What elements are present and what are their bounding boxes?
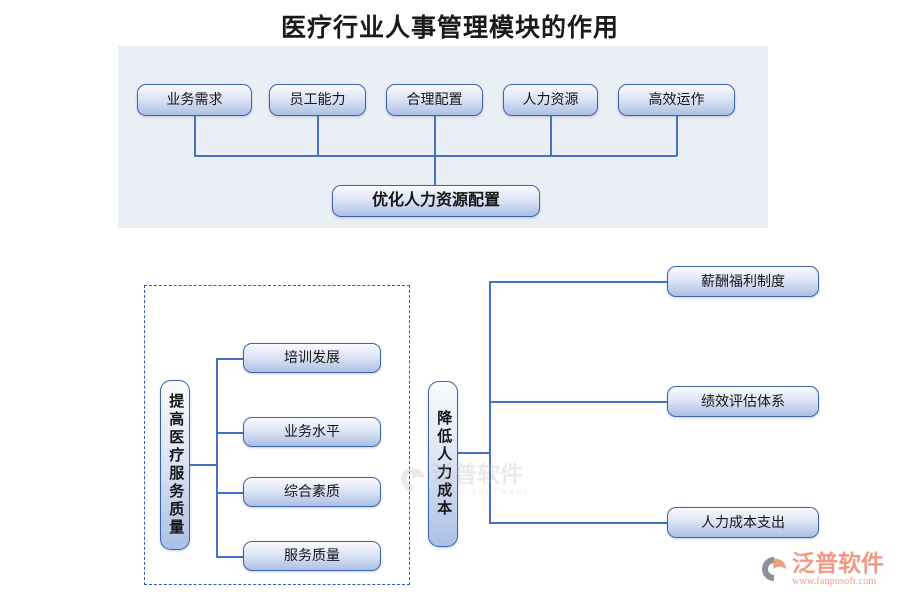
top-input-box-4[interactable]: 人力资源	[503, 84, 598, 116]
left-group-frame	[144, 285, 410, 585]
page-title: 医疗行业人事管理模块的作用	[280, 15, 619, 42]
top-connector-drop-2	[317, 116, 319, 156]
top-outcome-box[interactable]: 优化人力资源配置	[332, 185, 540, 217]
right-root-box[interactable]: 降低人力成本	[428, 381, 458, 547]
top-input-box-1[interactable]: 业务需求	[137, 84, 252, 116]
left-child-box-2[interactable]: 业务水平	[243, 417, 381, 447]
top-connector-bus	[194, 155, 677, 157]
left-trunk	[216, 358, 218, 556]
top-input-label-3: 合理配置	[406, 91, 463, 108]
top-input-box-2[interactable]: 员工能力	[269, 84, 366, 116]
top-input-label-2: 员工能力	[289, 91, 346, 108]
right-branch-arm-1	[489, 281, 672, 283]
right-child-label-3: 人力成本支出	[701, 513, 785, 530]
center-watermark: 泛普软件 FANPU SOFTWARE	[398, 455, 558, 503]
right-child-box-2[interactable]: 绩效评估体系	[667, 386, 819, 417]
top-input-box-5[interactable]: 高效运作	[618, 84, 735, 116]
top-input-label-5: 高效运作	[648, 91, 705, 108]
top-input-box-3[interactable]: 合理配置	[386, 84, 483, 116]
left-root-stem	[190, 464, 217, 466]
brand-logo: 泛普软件 www.fanpusoft.com	[759, 546, 895, 592]
top-connector-drop-1	[194, 116, 196, 156]
left-branch-stub-2	[216, 432, 250, 434]
right-child-label-2: 绩效评估体系	[701, 392, 785, 409]
left-root-label: 提高医疗服务质量	[167, 393, 185, 537]
left-child-label-4: 服务质量	[284, 547, 340, 564]
top-input-label-4: 人力资源	[522, 91, 579, 108]
right-child-label-1: 薪酬福利制度	[701, 272, 785, 289]
right-child-box-1[interactable]: 薪酬福利制度	[667, 266, 819, 297]
right-root-label: 降低人力成本	[435, 410, 453, 518]
fanpu-logo-icon	[762, 557, 786, 581]
top-input-label-1: 业务需求	[166, 91, 223, 108]
top-connector-to-outcome	[434, 155, 436, 186]
logo-cn-text: 泛普软件	[792, 549, 884, 576]
left-child-box-3[interactable]: 综合素质	[243, 477, 381, 507]
top-connector-drop-3	[434, 116, 436, 156]
left-child-label-2: 业务水平	[284, 423, 340, 440]
left-branch-stub-4	[216, 556, 250, 558]
left-child-box-1[interactable]: 培训发展	[243, 343, 381, 373]
right-branch-arm-3	[489, 522, 672, 524]
left-child-box-4[interactable]: 服务质量	[243, 541, 381, 571]
right-child-box-3[interactable]: 人力成本支出	[667, 507, 819, 538]
top-outcome-label: 优化人力资源配置	[371, 192, 500, 210]
left-child-label-3: 综合素质	[284, 483, 340, 500]
top-connector-drop-5	[676, 116, 678, 156]
left-root-box[interactable]: 提高医疗服务质量	[160, 380, 190, 550]
right-root-stem	[458, 452, 490, 454]
top-connector-drop-4	[550, 116, 552, 156]
left-branch-stub-3	[216, 492, 250, 494]
left-branch-stub-1	[216, 358, 250, 360]
left-child-label-1: 培训发展	[284, 349, 340, 366]
right-branch-arm-2	[489, 401, 672, 403]
logo-url-text: www.fanpusoft.com	[792, 575, 877, 587]
